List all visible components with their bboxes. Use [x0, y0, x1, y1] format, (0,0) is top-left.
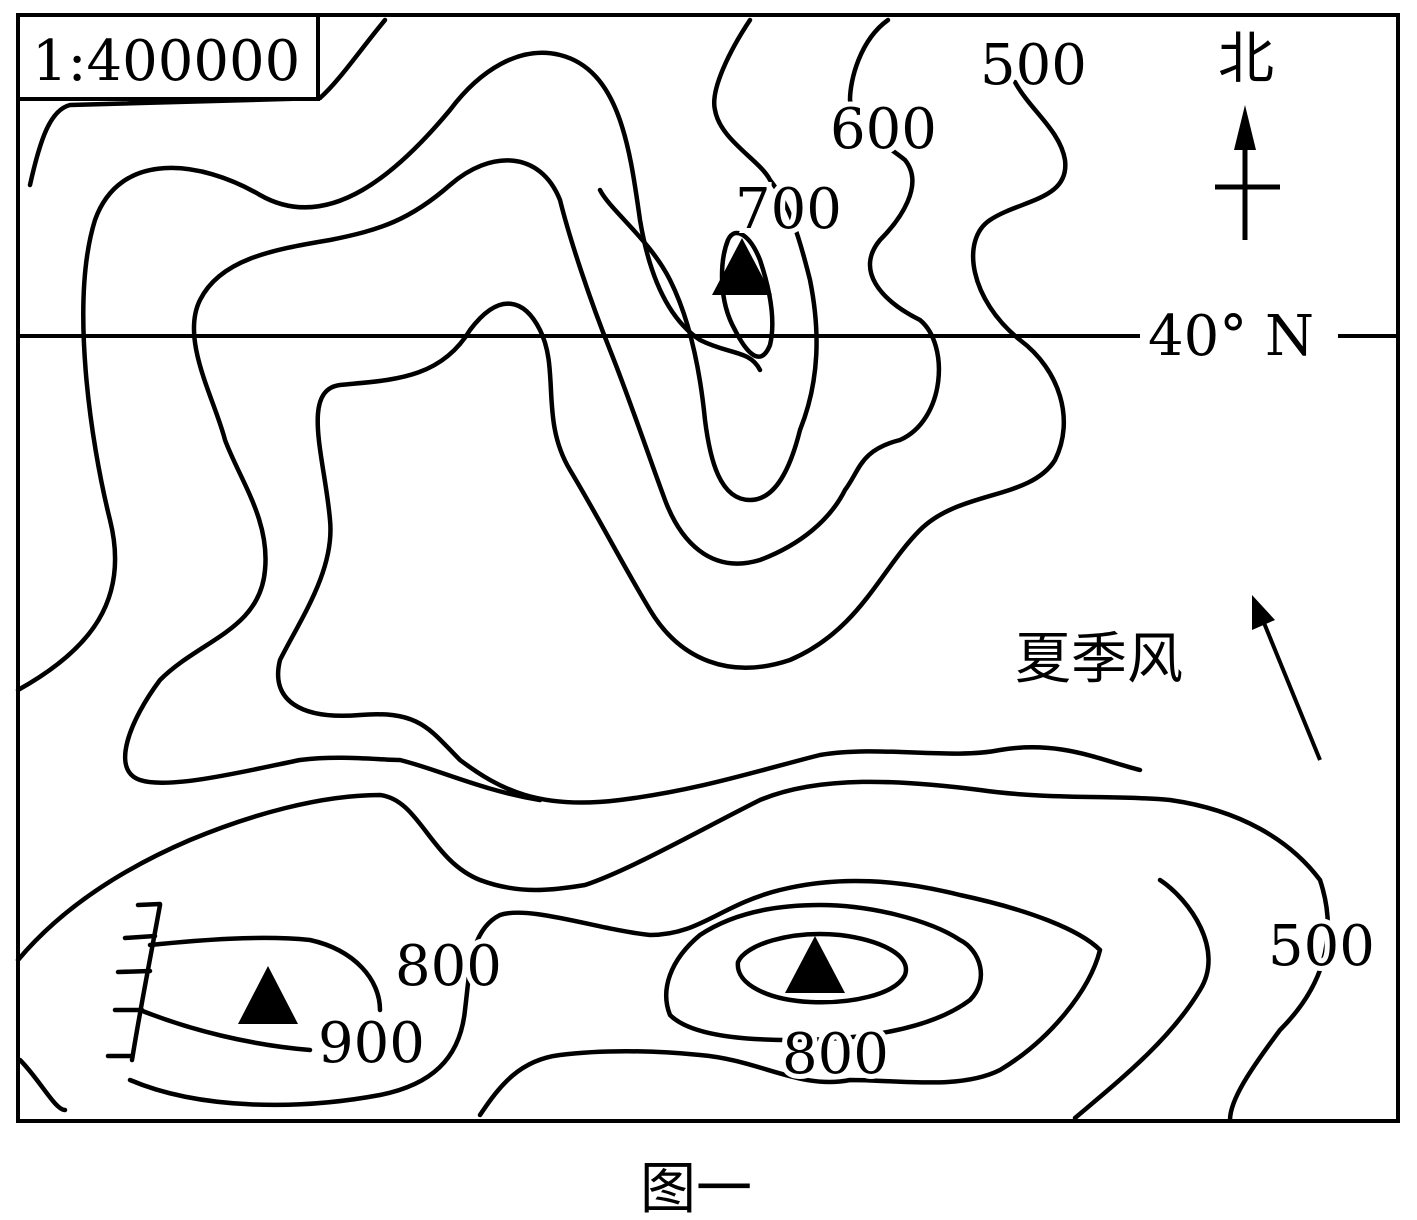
- contour-label-700: 700: [735, 177, 842, 242]
- contour-line: [276, 79, 1143, 805]
- north-arrow-icon: [1215, 105, 1280, 240]
- contour-line: [147, 935, 383, 1013]
- contour-label-800-east: 800: [782, 1022, 889, 1087]
- scale-box: [16, 13, 320, 101]
- contour-label-500-east: 500: [1268, 914, 1375, 979]
- contour-label-800-west: 800: [395, 934, 502, 999]
- contour-line: [317, 17, 388, 101]
- contour-line: [27, 95, 323, 188]
- scale-label: 1:400000: [32, 29, 300, 94]
- contour-line: [127, 878, 1103, 1118]
- north-label: 北: [1218, 27, 1274, 92]
- contour-line: [664, 902, 984, 1043]
- latitude-label: 40° N: [1148, 304, 1314, 369]
- contour-label-500: 500: [980, 33, 1087, 98]
- contour-line: [719, 230, 775, 359]
- contour-line: [735, 931, 909, 1005]
- figure-caption: 图一: [640, 1157, 752, 1220]
- contour-line: [15, 779, 1331, 1123]
- contour-line: [122, 17, 942, 803]
- peak-icon: [712, 238, 772, 295]
- peak-icon: [785, 936, 845, 993]
- peak-icon: [238, 966, 298, 1024]
- contour-line: [1072, 877, 1211, 1121]
- contour-line: [15, 50, 763, 693]
- contour-line: [597, 17, 819, 503]
- wind-label: 夏季风: [1015, 627, 1183, 692]
- wind-arrow-icon: [1252, 595, 1322, 761]
- contour-line: [17, 1057, 68, 1113]
- cliff-hatch-icon: [105, 901, 163, 1063]
- contour-label-900: 900: [318, 1011, 425, 1076]
- map-frame: [16, 13, 1400, 1123]
- contour-line: [137, 1007, 313, 1053]
- contour-label-600: 600: [830, 97, 937, 162]
